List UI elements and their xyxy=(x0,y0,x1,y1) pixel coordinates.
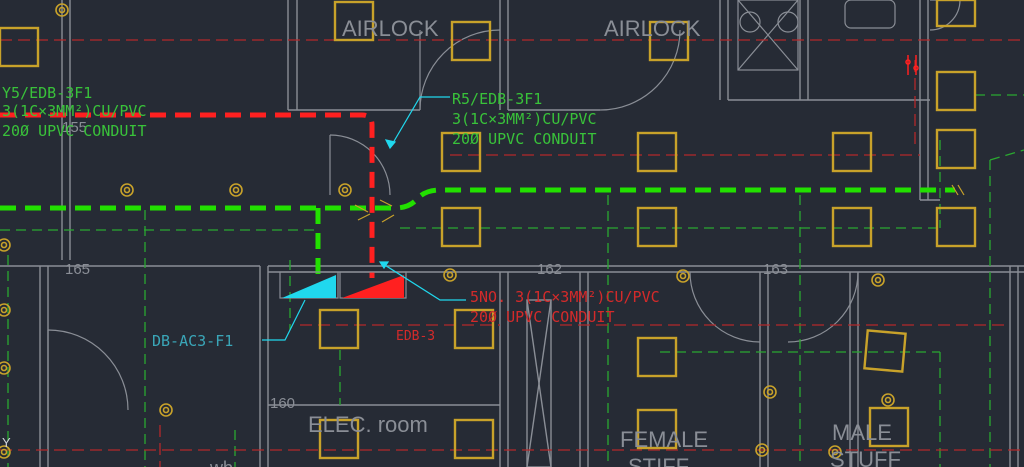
light-fixture xyxy=(935,70,977,112)
room-number-162: 162 xyxy=(537,261,562,278)
room-label-female: FEMALE xyxy=(620,427,708,452)
sno-conduit-spec: 20Ø UPVC CONDUIT xyxy=(470,308,615,326)
edb-3-label: EDB-3 xyxy=(396,329,435,344)
red-dashed-circuits xyxy=(0,39,1024,467)
light-fixture xyxy=(0,26,40,68)
green-conduit-run xyxy=(0,187,955,278)
red-conduit-run xyxy=(0,112,375,278)
downlight xyxy=(159,403,173,417)
round-fixtures xyxy=(0,3,895,459)
side-y-label: Y xyxy=(2,435,11,450)
downlight xyxy=(871,273,885,287)
downlight xyxy=(0,445,11,459)
downlight xyxy=(679,272,687,280)
crossing-marks xyxy=(354,184,965,223)
downlight xyxy=(831,448,839,456)
downlight xyxy=(123,186,131,194)
light-fixture xyxy=(450,20,492,62)
downlight xyxy=(755,443,769,457)
light-fixtures xyxy=(0,0,977,460)
y5-circuit-tag: Y5/EDB-3F1 xyxy=(2,84,92,102)
room-label-male-2: STUFF xyxy=(830,447,901,467)
downlight xyxy=(763,385,777,399)
downlight xyxy=(341,186,349,194)
sno-cable-spec: 5NO. 3(1C×3MM²)CU/PVC xyxy=(470,288,660,306)
leader-lines xyxy=(262,96,466,341)
room-label-airlock-right: AIRLOCK xyxy=(604,16,701,41)
light-fixture xyxy=(318,308,360,350)
room-label-male: MALE xyxy=(832,420,892,445)
downlight xyxy=(828,445,842,459)
light-fixture xyxy=(935,0,977,28)
r5-conduit-spec: 20Ø UPVC CONDUIT xyxy=(452,130,597,148)
downlight xyxy=(58,6,66,14)
downlight xyxy=(874,276,882,284)
downlight xyxy=(0,364,8,372)
air-handling-unit xyxy=(737,0,896,71)
light-fixture xyxy=(636,131,678,173)
light-fixture xyxy=(648,20,690,62)
downlight xyxy=(758,446,766,454)
door-swings xyxy=(47,0,961,411)
distribution-boards xyxy=(279,271,407,299)
light-fixture xyxy=(636,206,678,248)
switch-symbols xyxy=(905,55,919,75)
light-fixture xyxy=(453,418,495,460)
db-ac3-f1-label: DB-AC3-F1 xyxy=(152,332,233,350)
room-label-elec: ELEC. room xyxy=(308,412,428,437)
db-ac3-f1-board xyxy=(282,275,336,298)
room-labels: AIRLOCK AIRLOCK 165 162 163 160 155 ELEC… xyxy=(2,16,901,467)
light-fixture xyxy=(318,418,360,460)
r5-cable-spec: 3(1C×3MM²)CU/PVC xyxy=(452,110,597,128)
room-number-160: 160 xyxy=(270,395,295,412)
light-fixture xyxy=(831,206,873,248)
downlight xyxy=(676,269,690,283)
room-label-female-2: STIFF xyxy=(628,454,689,467)
downlight xyxy=(0,306,8,314)
room-number-165: 165 xyxy=(65,261,90,278)
downlight xyxy=(0,361,11,375)
downlight xyxy=(162,406,170,414)
light-fixture xyxy=(831,131,873,173)
downlight xyxy=(0,448,8,456)
downlight xyxy=(55,3,69,17)
light-fixture xyxy=(636,408,678,450)
light-fixture xyxy=(333,0,375,42)
downlight xyxy=(0,238,11,252)
downlight xyxy=(446,271,454,279)
downlight xyxy=(0,303,11,317)
room-number-163: 163 xyxy=(763,261,788,278)
light-fixture xyxy=(868,406,910,448)
y5-conduit-spec: 20Ø UPVC CONDUIT xyxy=(2,122,147,140)
light-fixture xyxy=(935,206,977,248)
red-annotations: 5NO. 3(1C×3MM²)CU/PVC 20Ø UPVC CONDUIT E… xyxy=(396,288,660,344)
light-fixture xyxy=(453,308,495,350)
light-fixture xyxy=(440,131,482,173)
light-fixture xyxy=(863,329,907,373)
downlight xyxy=(120,183,134,197)
room-number-partial: 155 xyxy=(62,119,87,136)
downlight xyxy=(338,183,352,197)
light-fixture xyxy=(636,336,678,378)
y5-cable-spec: 3(1C×3MM²)CU/PVC xyxy=(2,102,147,120)
room-label-wb: wb xyxy=(209,458,233,467)
r5-circuit-tag: R5/EDB-3F1 xyxy=(452,90,542,108)
green-annotations: Y5/EDB-3F1 3(1C×3MM²)CU/PVC 20Ø UPVC CON… xyxy=(2,84,597,148)
room-label-airlock-left: AIRLOCK xyxy=(342,16,439,41)
downlight xyxy=(766,388,774,396)
edb-3-board xyxy=(342,275,404,298)
light-fixture xyxy=(935,128,977,170)
light-fixture xyxy=(440,206,482,248)
downlight xyxy=(229,183,243,197)
downlight xyxy=(881,393,895,407)
downlight xyxy=(232,186,240,194)
downlight xyxy=(884,396,892,404)
downlight xyxy=(0,241,8,249)
downlight xyxy=(443,268,457,282)
